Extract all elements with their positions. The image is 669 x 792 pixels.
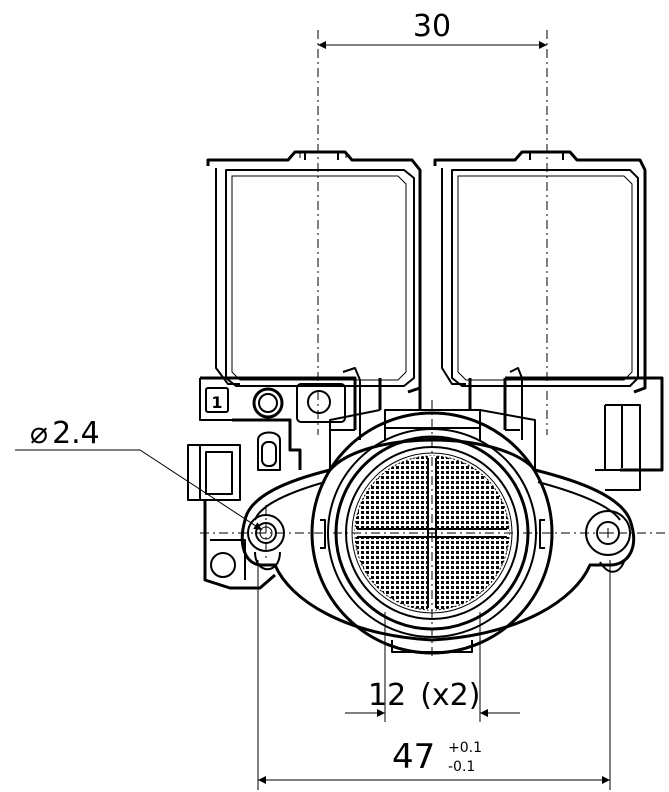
- coil-spacing-value: 30: [413, 9, 451, 44]
- center-lines: [200, 30, 669, 660]
- left-coil: [206, 150, 422, 394]
- left-connector: [187, 418, 302, 590]
- valve-body-upper: 1: [199, 367, 664, 491]
- right-coil: [433, 150, 647, 394]
- dimension-hole-diameter: ⌀2.4: [15, 416, 263, 531]
- mount-tolerance-minus: -0.1: [448, 759, 475, 775]
- mount-spacing-value: 47: [392, 737, 435, 777]
- outlet-spacing-value: 12: [368, 678, 406, 713]
- svg-text:⌀2.4: ⌀2.4: [30, 416, 100, 451]
- svg-text:12(x2): 12 (x2): [368, 678, 480, 713]
- hole-diameter-value: 2.4: [52, 416, 100, 451]
- dimension-mount-spacing: 47 +0.1 -0.1: [257, 560, 611, 790]
- dimension-outlet-spacing: 12 (x2): [345, 612, 520, 722]
- outlet-count-label: (x2): [420, 678, 480, 713]
- terminal-marker-label: 1: [211, 393, 222, 412]
- mount-tolerance-plus: +0.1: [448, 740, 482, 756]
- dimension-coil-spacing: 30: [318, 9, 547, 49]
- diameter-symbol: ⌀: [30, 416, 48, 451]
